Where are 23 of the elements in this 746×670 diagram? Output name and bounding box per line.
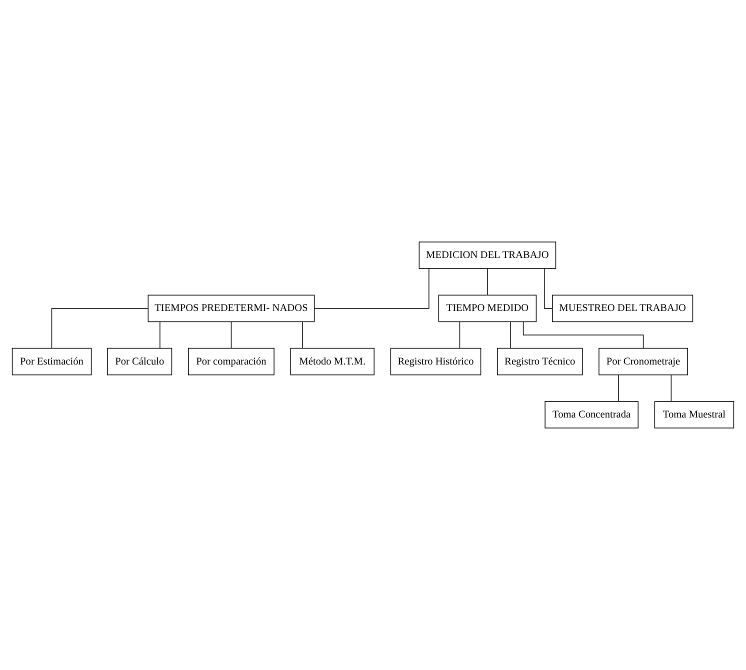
node-box: Por comparación [188, 348, 274, 376]
node-box: Por Cronometraje [598, 348, 688, 376]
node-box: Registro Histórico [390, 348, 482, 376]
connector [51, 308, 148, 349]
node-box: TIEMPOS PREDETERMI- NADOS [148, 294, 315, 322]
node-box: MEDICION DEL TRABAJO [418, 242, 556, 269]
connector [670, 374, 672, 402]
connector [510, 321, 511, 348]
node-box: MUESTREO DEL TRABAJO [552, 294, 694, 322]
connector [230, 321, 232, 348]
connector [544, 268, 553, 309]
connector [487, 268, 488, 296]
node-box: Por Estimación [12, 348, 92, 376]
node-box: Toma Concentrada [544, 401, 638, 428]
node-box: TIEMPO MEDIDO [438, 294, 537, 322]
node-box: Método M.T.M. [290, 348, 374, 376]
connector [302, 321, 303, 348]
node-box: Registro Técnico [497, 348, 583, 376]
node-box: Toma Muestral [654, 401, 734, 428]
connector [618, 374, 619, 402]
connector [314, 268, 430, 309]
node-box: Por Cálculo [107, 348, 172, 376]
connector [459, 321, 460, 348]
